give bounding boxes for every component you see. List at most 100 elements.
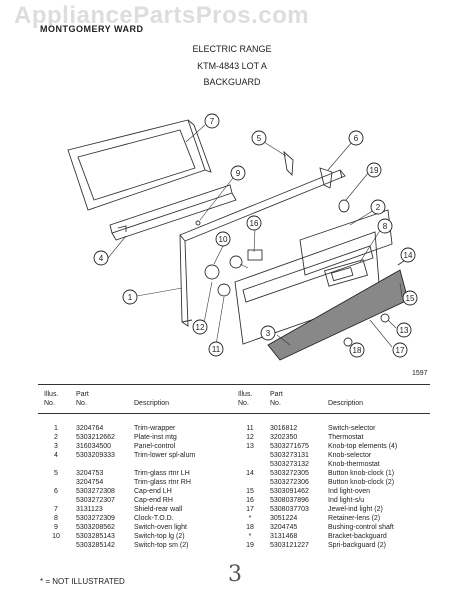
callout-15: 15: [402, 290, 418, 306]
header-illus-left: Illus.No.: [44, 391, 59, 407]
table-row: 5303212662: [76, 434, 115, 441]
table-row: 19: [246, 542, 254, 549]
control-panel: [234, 231, 409, 361]
table-row: Trim-wrapper: [134, 425, 176, 432]
table-row: [44, 478, 68, 487]
svg-text:3: 3: [266, 329, 271, 338]
right-illus-column: 11 12 13 14 15 16 17 * 18 * 19: [238, 424, 262, 550]
table-row: 3131468: [270, 533, 298, 540]
table-row: Trim-glass rtnr RH: [134, 479, 191, 486]
svg-text:13: 13: [400, 326, 409, 335]
control-shaft-bushing: [343, 337, 353, 347]
table-row: 5303273132: [270, 461, 309, 468]
left-part-column: 3204764 5303212662 316034500 5303209333 …: [76, 424, 115, 550]
table-row: [238, 478, 262, 487]
exploded-diagram: 7 5 6 9 19 2 8 4 16 10 14 1 15 12 11 3 1…: [67, 113, 418, 361]
callout-19: 19: [366, 162, 382, 178]
svg-text:19: 19: [370, 166, 379, 175]
right-desc-column: Switch-selector Thermostat Knob-top elem…: [328, 424, 397, 550]
table-row: Switch-oven light: [134, 524, 187, 531]
callout-3: 3: [260, 325, 276, 341]
table-row: [134, 460, 195, 469]
header-illus-right: Illus.No.: [238, 391, 253, 407]
svg-text:12: 12: [196, 323, 205, 332]
table-row: Jewel-ind light (2): [328, 506, 383, 513]
trim-wrapper: [179, 169, 346, 327]
table-row: Retainer-lens (2): [328, 515, 381, 522]
table-row: 6: [54, 488, 58, 495]
table-row: 3131123: [76, 506, 103, 513]
svg-text:10: 10: [219, 235, 228, 244]
table-row: 5303272309: [76, 515, 115, 522]
table-row: 5303285143: [76, 533, 115, 540]
table-row: 5303272306: [270, 479, 309, 486]
oven-light-switch: [195, 220, 201, 226]
table-row: Plate-inst mtg: [134, 434, 177, 441]
svg-text:17: 17: [396, 346, 405, 355]
svg-text:8: 8: [383, 222, 388, 231]
table-row: 5303272308: [76, 488, 115, 495]
callout-11: 11: [208, 341, 224, 357]
table-row: Knob-selector: [328, 452, 372, 459]
callout-14: 14: [400, 247, 416, 263]
table-row: [44, 541, 68, 550]
table-row: Knob-top elements (4): [328, 443, 398, 450]
table-row: [238, 460, 262, 469]
callout-10: 10: [215, 231, 231, 247]
table-row: 8: [54, 515, 58, 522]
table-row: [44, 460, 68, 469]
table-row: 5308037896: [270, 497, 309, 504]
handwritten-mark: 3: [228, 562, 242, 587]
svg-text:18: 18: [353, 346, 362, 355]
table-row: Trim-lower spl-alum: [134, 452, 196, 459]
table-row: 5303272307: [76, 497, 115, 504]
svg-text:6: 6: [354, 134, 359, 143]
table-row: [76, 460, 115, 469]
svg-text:5: 5: [257, 134, 262, 143]
table-row: 1: [54, 425, 58, 432]
svg-text:1: 1: [128, 293, 133, 302]
table-row: 5303285142: [76, 542, 115, 549]
table-row: [44, 496, 68, 505]
table-row: 5308037703: [270, 506, 309, 513]
svg-text:11: 11: [212, 345, 221, 354]
table-row: 3202350: [270, 434, 298, 441]
table-row: 5303271675: [270, 443, 309, 450]
callouts: 7 5 6 9 19 2 8 4 16 10 14 1 15 12 11 3 1…: [93, 113, 418, 358]
table-top-rule: [38, 384, 430, 385]
table-row: Ind light-oven: [328, 488, 371, 495]
table-row: Cap-end LH: [134, 488, 172, 495]
table-row: 2: [54, 434, 58, 441]
table-row: 5303209333: [76, 452, 115, 459]
table-row: 5303273131: [270, 452, 309, 459]
title-line-1: ELECTRIC RANGE: [192, 44, 272, 54]
backguard-spring: [338, 199, 350, 213]
left-desc-column: Trim-wrapper Plate-inst mtg Panel-contro…: [134, 424, 195, 550]
table-row: 3204754: [76, 479, 104, 486]
table-row: 4: [54, 452, 58, 459]
table-row: 10: [52, 533, 60, 540]
table-row: Switch-top sm (2): [134, 542, 189, 549]
callout-18: 18: [349, 342, 365, 358]
table-row: 3204745: [270, 524, 298, 531]
selector-switch: [217, 283, 231, 297]
table-row: Switch-top lg (2): [134, 533, 185, 540]
svg-text:4: 4: [99, 254, 104, 263]
table-row: Button knob-clock (2): [328, 479, 395, 486]
table-row: Button knob-clock (1): [328, 470, 395, 477]
end-cap: [319, 167, 333, 189]
table-row: 5303272305: [270, 470, 309, 477]
svg-text:9: 9: [236, 169, 241, 178]
glass-retainer: [283, 150, 294, 177]
callout-4: 4: [93, 250, 109, 266]
table-row: 5303091462: [270, 488, 309, 495]
svg-text:7: 7: [210, 117, 215, 126]
lower-trim: [109, 184, 237, 241]
left-illus-column: 1 2 3 4 5 6 7 8 9 10: [44, 424, 68, 550]
rear-wall-shield: [67, 119, 212, 211]
clock: [324, 259, 368, 287]
callout-9: 9: [230, 165, 246, 181]
table-row: Bracket-backguard: [328, 533, 387, 540]
title-line-3: BACKGUARD: [203, 77, 261, 87]
